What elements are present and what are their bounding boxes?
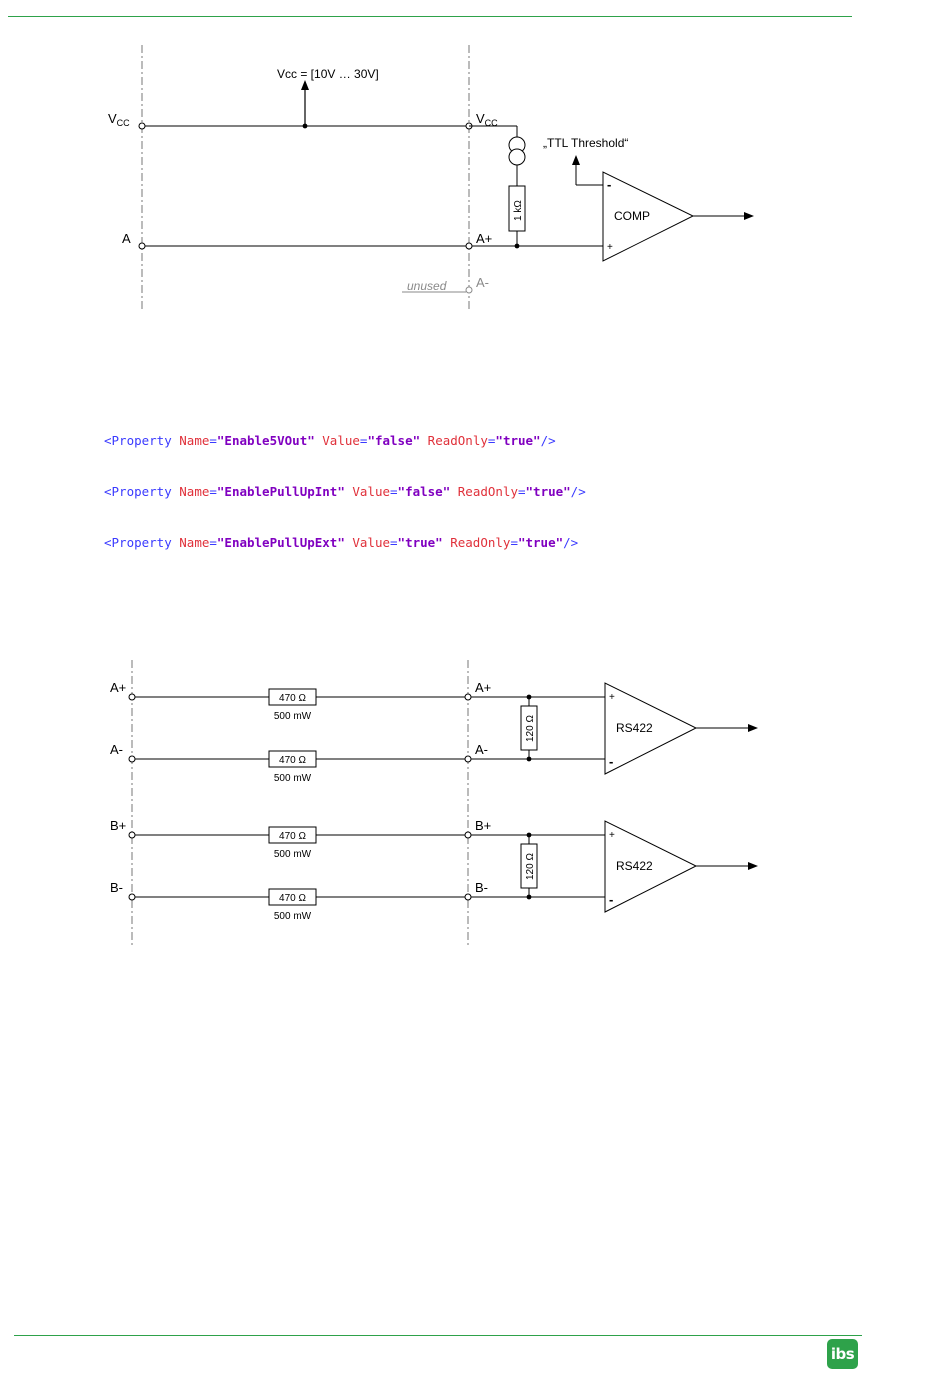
termination-resistor-label: 120 Ω [525,853,536,880]
threshold-label: „TTL Threshold“ [543,136,628,150]
rs422-input-diagram: 470 Ω 500 mW A+ A+ 470 Ω 500 mW A- A- 12… [110,660,758,945]
supply-arrow-head [301,80,309,90]
termination-resistor-label: 120 Ω [525,715,536,742]
a-plus-right-label: A+ [475,680,491,695]
a-minus-right-label: A- [475,742,488,757]
b-plus-right-terminal [464,831,472,839]
series-resistor-a-plus [268,688,317,706]
ibs-logo: ibs [827,1339,858,1369]
comparator-symbol [602,171,695,262]
rs422-receiver-b [604,820,698,913]
b-minus-right-label: B- [475,880,488,895]
a-minus-right-terminal [464,755,472,763]
receiver-minus-label: - [609,892,613,907]
series-resistor-a-minus [268,750,317,768]
resistor-1k-label: 1 kΩ [513,200,524,221]
footer-rule [14,1335,862,1336]
a-left-terminal [138,242,146,250]
receiver-minus-label: - [609,754,613,769]
series-resistor-label: 470 Ω [279,755,306,766]
b-plus-left-terminal [128,831,136,839]
property-code-block: <Property Name="Enable5VOut" Value="fals… [104,398,586,568]
code-line: <Property Name="EnablePullUpInt" Value="… [104,484,586,499]
supply-label: Vcc = [10V … 30V] [277,67,379,81]
series-resistor-b-minus [268,888,317,906]
receiver-plus-label: + [609,692,615,703]
header-rule [8,16,852,17]
logo-text: ibs [830,1345,855,1363]
rs422-receiver-label: RS422 [616,721,653,735]
vcc-left-terminal [138,122,146,130]
a-plus-right-terminal [464,693,472,701]
threshold-arrow-head [572,155,580,165]
rs422-receiver-label: RS422 [616,859,653,873]
series-resistor-label: 470 Ω [279,893,306,904]
series-power-label: 500 mW [274,773,312,784]
junction-dot [526,894,532,900]
comparator-output-arrow [744,212,754,220]
comparator-label: COMP [614,209,650,223]
termination-resistor-b [520,843,538,889]
vcc-right-label: VCC [476,111,498,128]
a-plus-left-label: A+ [110,680,126,695]
vcc-junction-dot [302,123,308,129]
comparator-input-diagram: Vcc = [10V … 30V] VCC VCC 1 kΩ A A+ unus… [108,45,754,310]
series-power-label: 500 mW [274,911,312,922]
comparator-minus-label: - [607,177,611,192]
b-minus-left-terminal [128,893,136,901]
a-minus-left-label: A- [110,742,123,757]
a-left-label: A [122,231,131,246]
b-minus-left-label: B- [110,880,123,895]
junction-dot [526,756,532,762]
a-plus-terminal [465,242,473,250]
a-minus-label: A- [476,275,489,290]
series-resistor-b-plus [268,826,317,844]
b-minus-right-terminal [464,893,472,901]
a-plus-label: A+ [476,231,492,246]
series-power-label: 500 mW [274,711,312,722]
code-line: <Property Name="Enable5VOut" Value="fals… [104,433,556,448]
b-plus-right-label: B+ [475,818,491,833]
series-resistor-label: 470 Ω [279,831,306,842]
code-line: <Property Name="EnablePullUpExt" Value="… [104,535,579,550]
receiver-output-arrow [748,724,758,732]
b-plus-left-label: B+ [110,818,126,833]
comparator-plus-label: + [607,242,613,253]
receiver-output-arrow [748,862,758,870]
junction-dot [526,832,532,838]
a-minus-terminal [465,286,473,294]
unused-label: unused [407,279,447,293]
series-resistor-label: 470 Ω [279,693,306,704]
current-source-lower [508,148,526,166]
series-power-label: 500 mW [274,849,312,860]
a-plus-left-terminal [128,693,136,701]
junction-dot [526,694,532,700]
receiver-plus-label: + [609,830,615,841]
vcc-left-label: VCC [108,111,130,128]
a-minus-left-terminal [128,755,136,763]
rs422-receiver-a [604,682,698,775]
termination-resistor-a [520,705,538,751]
